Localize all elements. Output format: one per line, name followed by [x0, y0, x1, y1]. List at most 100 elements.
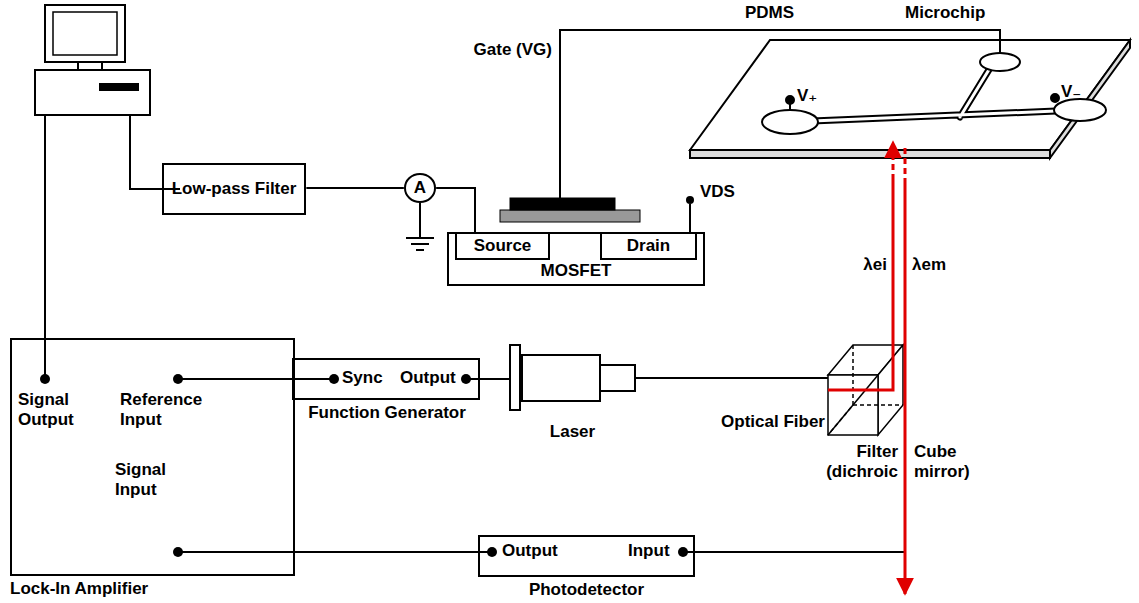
reservoir	[1054, 99, 1106, 121]
microchip	[690, 40, 1130, 158]
signal-name: Gate (VG)	[440, 40, 552, 60]
light-beam	[904, 148, 907, 178]
device-name: Lock-In Amplifier	[10, 579, 230, 599]
pin-label: Signal Input	[115, 460, 185, 499]
laser-body	[510, 345, 635, 410]
computer-icon	[53, 12, 117, 55]
function-generator-box: SyncOutputFunction Generator	[292, 358, 480, 400]
drain-box: Drain	[600, 232, 697, 260]
laser-body	[600, 365, 635, 391]
wire	[635, 377, 828, 379]
light-beam	[828, 180, 893, 390]
microchip	[1050, 40, 1130, 158]
lockin-box: Signal Output Reference InputSignal Input…	[10, 338, 295, 576]
device-name: Function Generator	[272, 403, 502, 423]
wire	[560, 30, 1000, 198]
light-beam	[828, 142, 905, 594]
wire	[683, 551, 905, 553]
ground-symbol	[416, 249, 424, 251]
part-name: PDMS	[745, 3, 815, 23]
ground-symbol	[419, 203, 421, 238]
wire-connector	[295, 551, 478, 553]
light-beam	[904, 178, 907, 594]
microchannel	[812, 68, 1056, 121]
box-label: A	[411, 178, 429, 198]
computer-icon	[45, 5, 125, 62]
device-name: MOSFET	[449, 261, 703, 281]
electrode-terminal	[786, 96, 794, 104]
terminal-dot	[173, 547, 183, 557]
box-label: Drain	[624, 236, 673, 256]
ground-symbol	[411, 243, 429, 245]
terminal-dot	[487, 547, 497, 557]
part-name: Filter (dichroic	[810, 442, 898, 481]
computer-icon	[35, 70, 150, 115]
wire-connector	[306, 187, 404, 189]
gate-electrode	[500, 210, 640, 222]
source-box: Source	[455, 232, 550, 260]
mosfet-box: MOSFET Source Drain	[447, 232, 705, 286]
electrode-terminal	[1055, 100, 1058, 102]
ground-symbol	[406, 203, 434, 250]
terminal-dot	[40, 196, 694, 557]
terminal-dot	[686, 196, 694, 204]
electrode-terminal	[789, 104, 791, 111]
terminal-dot	[461, 374, 471, 384]
pin-label: Signal Output	[18, 390, 93, 429]
device-name: Laser	[490, 422, 655, 442]
part-name: Cube mirror)	[914, 442, 989, 481]
wire	[178, 551, 295, 553]
wire	[689, 204, 691, 232]
pin-label: Output	[400, 368, 462, 388]
electrode-terminal	[1051, 94, 1059, 102]
signal-name: V₊	[797, 86, 827, 106]
ammeter-circle: A	[404, 173, 436, 203]
pin-label: Reference Input	[120, 390, 220, 429]
computer-icon	[78, 62, 102, 70]
wavelength-label: λem	[912, 255, 972, 275]
terminal-dot	[173, 374, 183, 384]
filter-box: Low-pass Filter	[162, 163, 307, 215]
part-name: Microchip	[905, 3, 1015, 23]
electrode-terminal	[786, 94, 1059, 111]
wire	[45, 30, 1000, 552]
gate-electrode	[500, 198, 640, 222]
reservoir	[762, 110, 818, 134]
pin-label: Sync	[342, 368, 392, 388]
wire	[178, 378, 295, 380]
wavelength-label: λei	[830, 255, 887, 275]
terminal-dot	[40, 374, 50, 384]
part-name: Optical Fiber	[695, 412, 825, 432]
computer-icon	[35, 5, 150, 115]
box-label: Low-pass Filter	[169, 179, 300, 199]
computer-icon	[100, 84, 138, 90]
light-beam	[892, 142, 895, 180]
ground-symbol	[406, 237, 434, 239]
terminal-dot	[678, 547, 688, 557]
laser-body	[522, 355, 600, 401]
device-name: Photodetector	[478, 580, 695, 600]
reservoir	[762, 53, 1106, 134]
pin-label: Output	[502, 541, 572, 561]
wire	[130, 115, 180, 189]
photodetector-box: OutputInputPhotodetector	[478, 535, 695, 577]
wire-connector	[480, 378, 510, 380]
gate-electrode	[510, 198, 615, 210]
reservoir	[980, 53, 1020, 71]
wire-connector	[436, 188, 475, 232]
wire	[292, 378, 334, 380]
microchannel	[812, 68, 1056, 121]
signal-name: VDS	[700, 182, 750, 202]
laser-body	[510, 345, 520, 410]
pin-label: Input	[628, 541, 678, 561]
microchannel	[812, 68, 1056, 121]
signal-name: V₋	[1061, 82, 1091, 102]
terminal-dot	[329, 374, 339, 384]
laser-node: Laser	[510, 345, 635, 410]
box-label: Source	[471, 236, 535, 256]
microchip	[690, 150, 1050, 158]
